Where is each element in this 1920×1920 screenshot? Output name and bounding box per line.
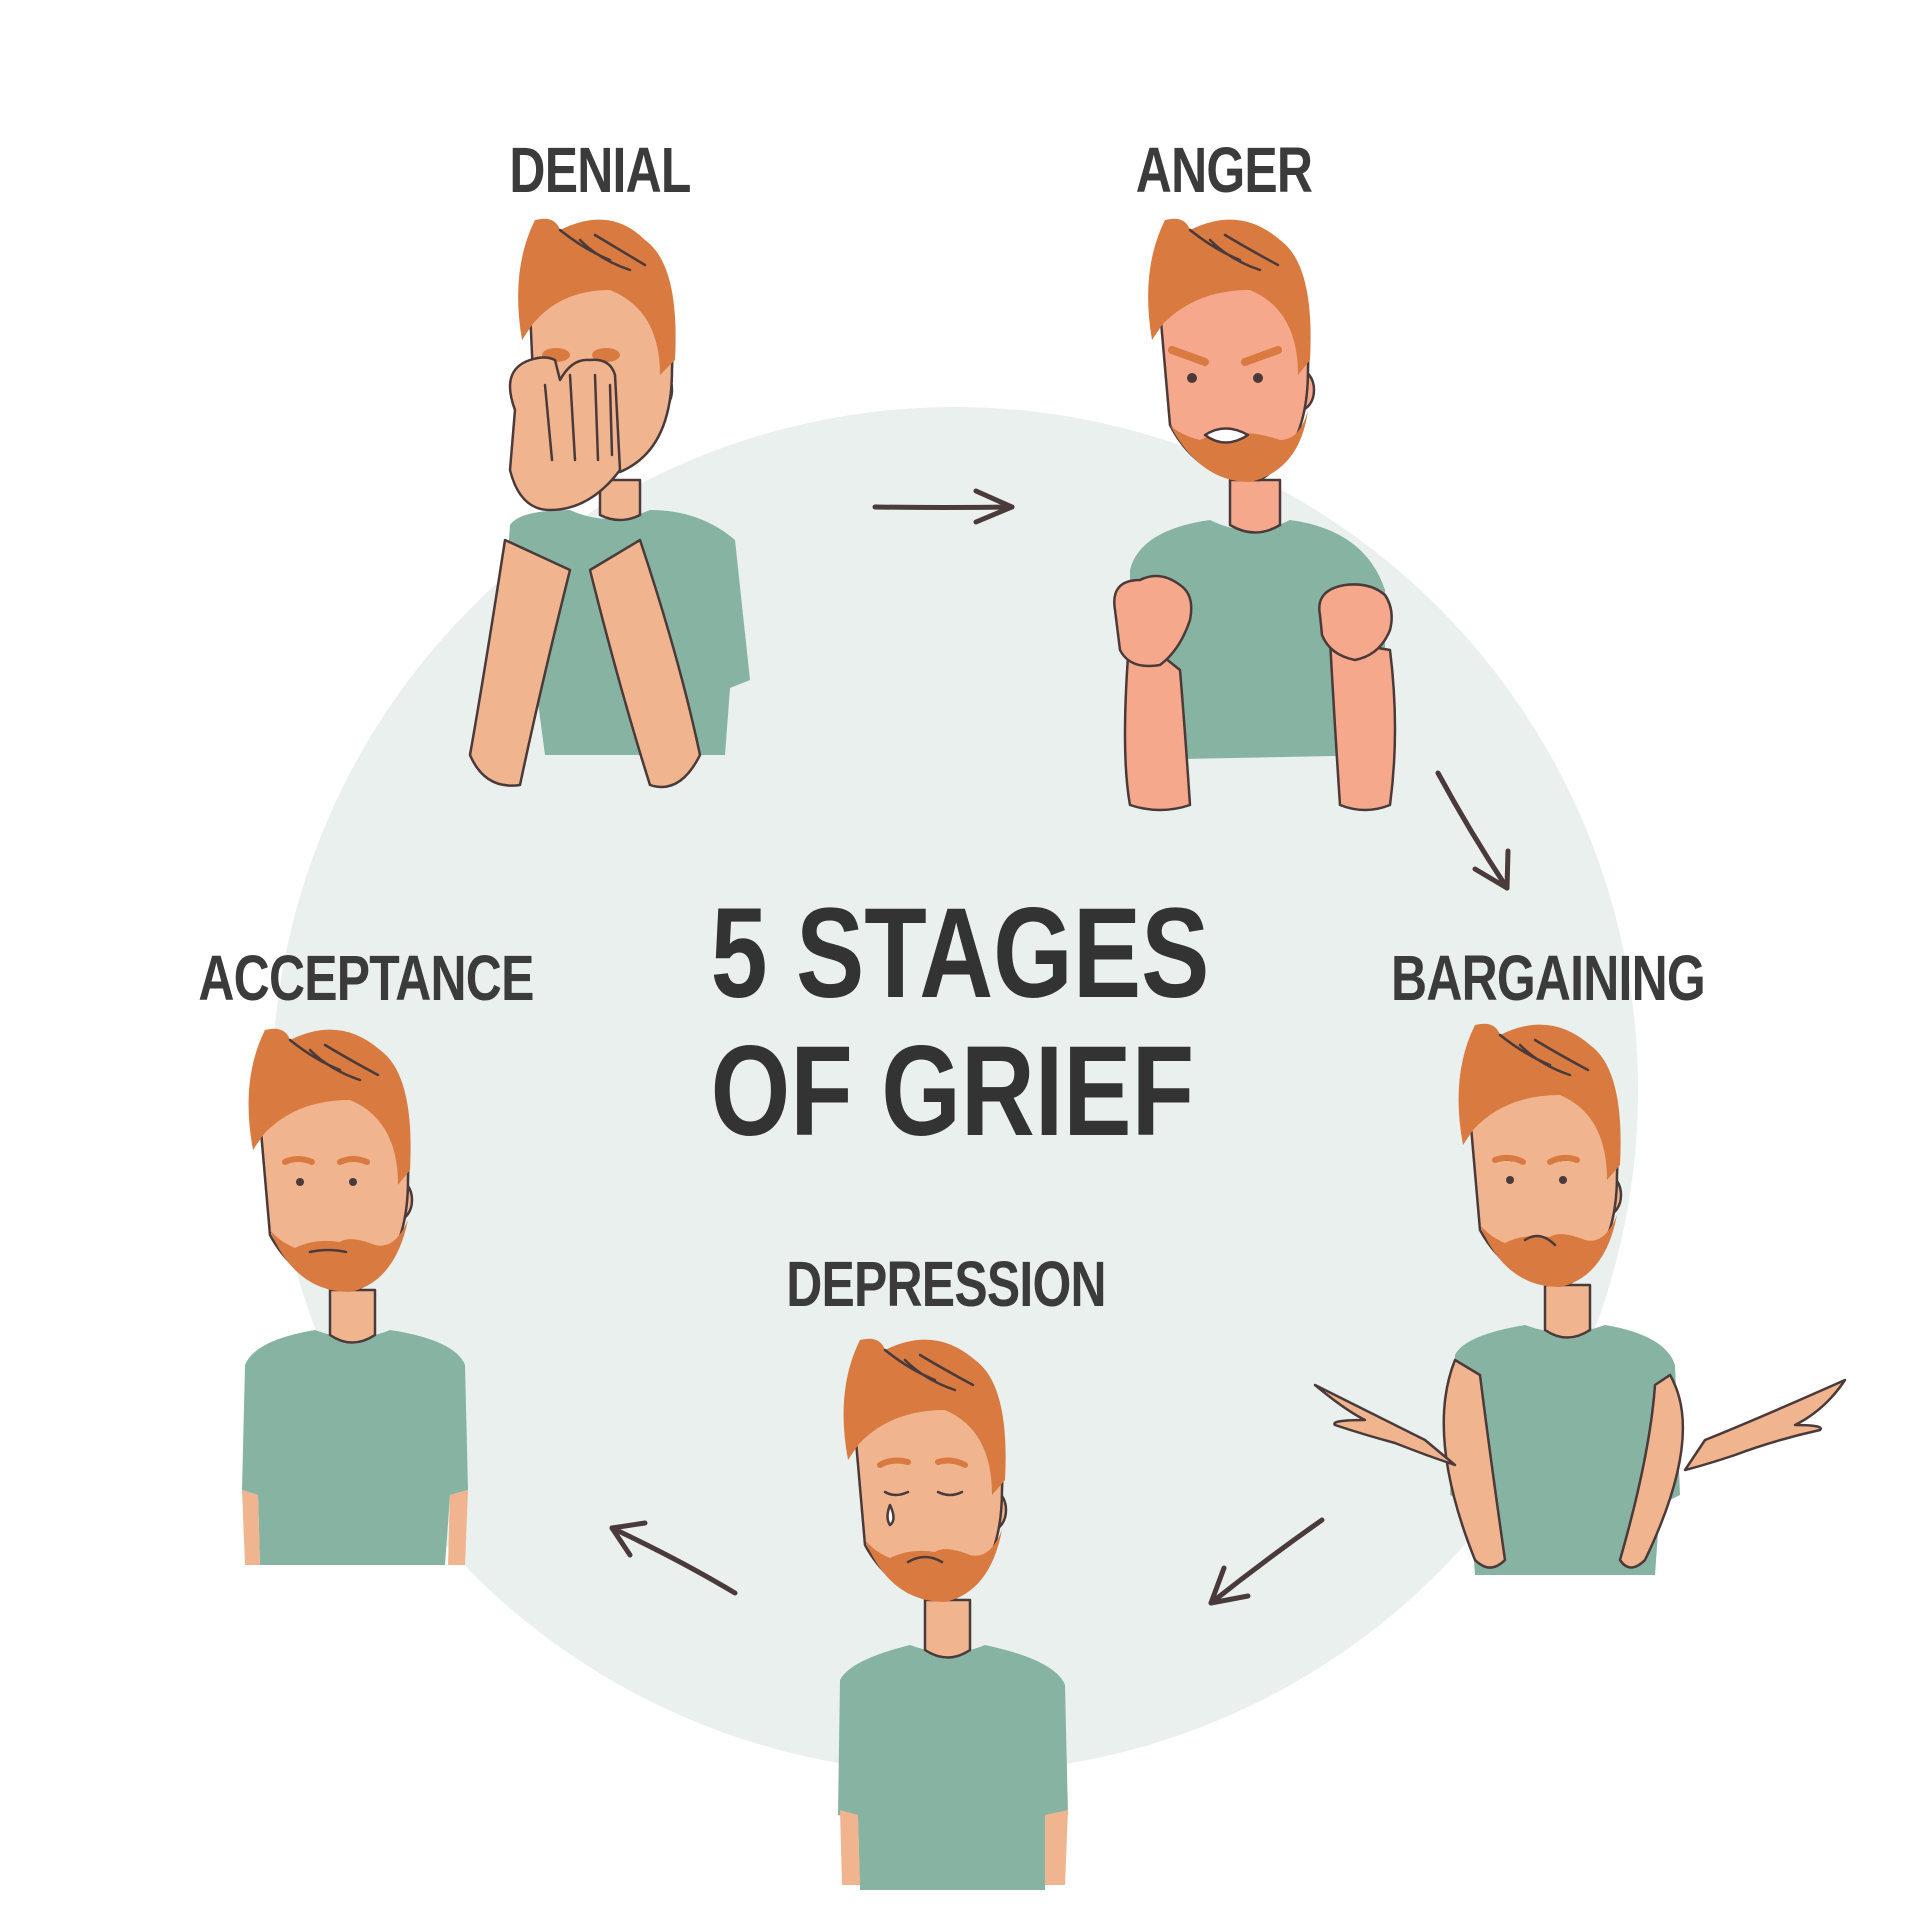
depression-figure: [838, 1338, 1068, 1890]
stage-label-anger: ANGER: [1135, 134, 1313, 206]
arrow-depression-to-acceptance: [609, 1520, 738, 1596]
denial-figure: [468, 218, 750, 789]
title-line-2: OF GRIEF: [710, 1020, 1195, 1163]
arrow-bargaining-to-depression: [1208, 1517, 1325, 1606]
arrow-anger-to-bargaining: [1435, 770, 1511, 891]
diagram-title: 5 STAGES OF GRIEF: [711, 885, 1210, 1161]
stage-label-denial: DENIAL: [509, 134, 691, 206]
stage-label-bargaining: BARGAINING: [1391, 942, 1706, 1014]
acceptance-figure: [242, 1028, 468, 1565]
stage-label-acceptance: ACCEPTANCE: [198, 942, 534, 1014]
anger-figure: [1113, 218, 1397, 812]
stage-label-depression: DEPRESSION: [786, 1248, 1106, 1320]
title-line-1: 5 STAGES: [710, 882, 1210, 1025]
bargaining-figure: [1313, 1023, 1847, 1575]
arrow-denial-to-anger: [872, 488, 1015, 525]
